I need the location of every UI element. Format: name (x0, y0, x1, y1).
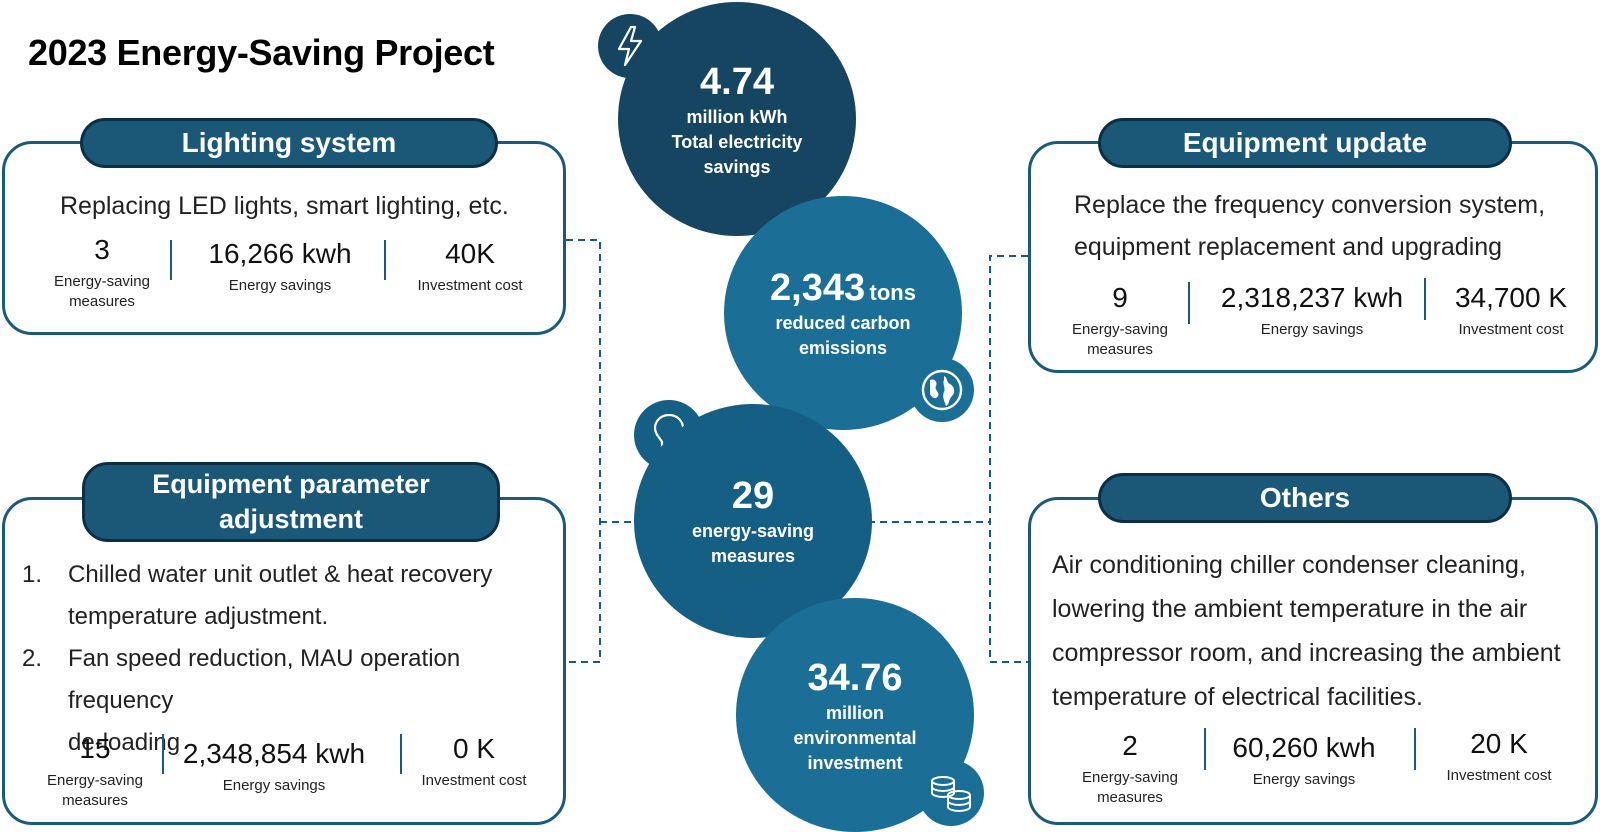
update-stat-cost: 34,700 K Investment cost (1454, 282, 1568, 338)
page-title: 2023 Energy-Saving Project (28, 32, 495, 73)
update-panel (1028, 141, 1598, 373)
lighting-title: Lighting system (80, 118, 498, 168)
update-stat-savings: 2,318,237 kwh Energy savings (1220, 282, 1404, 338)
parameter-panel (2, 497, 566, 825)
lighting-stat-cost: 40K Investment cost (417, 238, 523, 294)
divider (400, 734, 402, 774)
others-stat-savings: 60,260 kwh Energy savings (1232, 732, 1376, 788)
parameter-stat-cost: 0 K Investment cost (421, 733, 527, 789)
divider (1188, 282, 1190, 324)
coins-icon (918, 760, 984, 826)
divider (1204, 728, 1206, 770)
others-title: Others (1098, 473, 1512, 523)
list-item: 2.Fan speed reduction, MAU operation fre… (22, 645, 461, 756)
lighting-description: Replacing LED lights, smart lighting, et… (60, 192, 509, 220)
divider (1424, 278, 1426, 320)
others-stat-cost: 20 K Investment cost (1446, 728, 1552, 784)
update-title: Equipment update (1098, 118, 1512, 168)
electricity-savings-circle: 4.74 million kWh Total electricity savin… (618, 2, 856, 236)
parameter-stat-savings: 2,348,854 kwh Energy savings (182, 738, 366, 794)
others-description: Air conditioning chiller condenser clean… (1052, 551, 1561, 711)
investment-circle: 34.76 million environmental investment (736, 598, 974, 832)
update-description: Replace the frequency conversion system,… (1074, 191, 1546, 261)
list-item: 1.Chilled water unit outlet & heat recov… (22, 561, 493, 630)
divider (162, 734, 164, 774)
globe-icon (910, 358, 974, 422)
divider (384, 240, 386, 280)
divider (1414, 728, 1416, 770)
others-panel (1028, 497, 1598, 825)
lighting-stat-savings: 16,266 kwh Energy savings (208, 238, 352, 294)
parameter-list: 1.Chilled water unit outlet & heat recov… (22, 554, 562, 764)
divider (170, 240, 172, 280)
